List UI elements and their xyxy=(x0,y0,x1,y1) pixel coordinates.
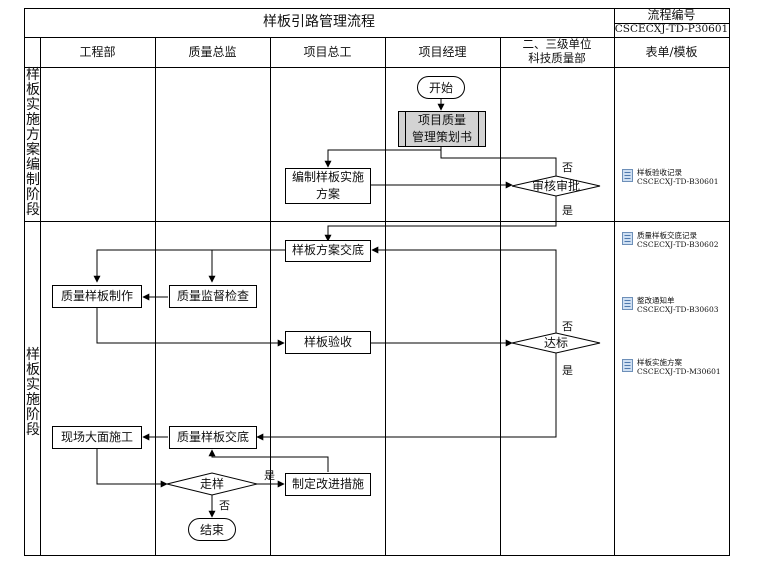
edge-review-no xyxy=(440,148,557,177)
document-icon xyxy=(622,169,633,182)
template-name: 质量样板交底记录 xyxy=(637,231,697,240)
stage-label-planning: 样板实施方案编制阶段 xyxy=(26,67,40,218)
edge-handover-make xyxy=(93,249,285,283)
edge-site-walk xyxy=(96,449,168,488)
review-diamond xyxy=(511,175,601,197)
reach-standard-decision-label: 达标 xyxy=(543,335,568,350)
col-header-tech-quality-dept: 二、三级单位 科技质量部 xyxy=(522,37,592,65)
stage-label-implementation: 样板实施阶段 xyxy=(26,347,40,438)
template-code: CSCECXJ-TD-B30603 xyxy=(637,304,719,314)
compile-plan-text: 编制样板实施 方案 xyxy=(291,169,364,201)
template-code: CSCECXJ-TD-M30601 xyxy=(637,366,721,376)
quality-supervision-box: 质量监督检查 xyxy=(169,285,257,308)
template-name: 样板验收记录 xyxy=(637,168,682,177)
template-item[interactable]: 样板验收记录 CSCECXJ-TD-B30601 xyxy=(622,168,719,186)
col-header-engineering: 工程部 xyxy=(79,44,116,59)
edge-review-yes xyxy=(324,195,557,242)
template-item[interactable]: 整改通知单 CSCECXJ-TD-B30603 xyxy=(622,296,719,314)
deviation-decision-label: 走样 xyxy=(199,476,224,491)
deviation-yes-label: 是 xyxy=(264,469,275,482)
edge-reach-no xyxy=(371,246,557,333)
reach-no-label: 否 xyxy=(562,320,573,333)
col-header-quality-director: 质量总监 xyxy=(188,44,237,59)
template-item[interactable]: 质量样板交底记录 CSCECXJ-TD-B30602 xyxy=(622,231,719,249)
document-icon xyxy=(622,297,633,310)
edge-measures-qhandover xyxy=(208,449,329,472)
template-code: CSCECXJ-TD-B30602 xyxy=(637,239,719,249)
review-decision-label: 审核审批 xyxy=(531,178,580,193)
document-icon xyxy=(622,232,633,245)
quality-sample-handover-box: 质量样板交底 xyxy=(169,426,257,449)
start-node: 开始 xyxy=(417,76,465,99)
reach-diamond xyxy=(511,332,601,354)
sample-acceptance-box: 样板验收 xyxy=(285,331,371,354)
template-item[interactable]: 样板实施方案 CSCECXJ-TD-M30601 xyxy=(622,358,721,376)
col-header-forms: 表单/模板 xyxy=(645,44,698,59)
end-node: 结束 xyxy=(188,518,236,541)
document-icon xyxy=(622,359,633,372)
edge-plan-compile xyxy=(324,146,442,168)
compile-plan-box: 编制样板实施 方案 xyxy=(285,168,371,204)
col-header-chief-engineer: 项目总工 xyxy=(303,44,352,59)
template-name: 整改通知单 xyxy=(637,296,675,305)
quality-plan-doc: 项目质量 管理策划书 xyxy=(398,111,486,147)
edge-make-accept xyxy=(96,308,285,347)
page-title: 样板引路管理流程 xyxy=(263,13,375,30)
template-code: CSCECXJ-TD-B30601 xyxy=(637,176,719,186)
reach-yes-label: 是 xyxy=(562,364,573,377)
deviation-no-label: 否 xyxy=(219,499,230,512)
sample-plan-handover-box: 样板方案交底 xyxy=(285,240,371,262)
improvement-measures-box: 制定改进措施 xyxy=(285,473,371,496)
walk-diamond xyxy=(166,472,258,496)
review-no-label: 否 xyxy=(562,161,573,174)
edge-reach-yes xyxy=(256,353,557,441)
quality-plan-text: 项目质量 管理策划书 xyxy=(411,112,472,144)
col-header-project-manager: 项目经理 xyxy=(418,44,467,59)
review-yes-label: 是 xyxy=(562,204,573,217)
template-name: 样板实施方案 xyxy=(637,358,682,367)
quality-sample-making-box: 质量样板制作 xyxy=(52,285,142,308)
flow-code-label: 流程编号 xyxy=(647,8,696,22)
site-construction-box: 现场大面施工 xyxy=(52,426,142,449)
flow-code-value: CSCECXJ-TD-P30601 xyxy=(614,23,729,36)
